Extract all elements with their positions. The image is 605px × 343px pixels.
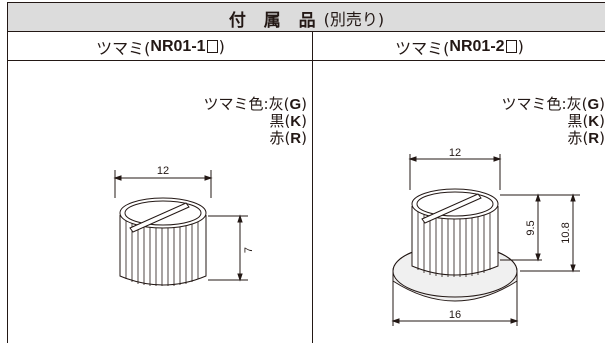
dimension-knob-height-label: 9.5 <box>525 220 537 235</box>
placeholder-box-icon <box>206 40 218 53</box>
knob-color-list-nr01-1: ツマミ色:灰(G) 黒(K) 赤(R) <box>203 95 307 147</box>
column-divider <box>312 32 313 343</box>
knob-drawing-nr01-1: 12 7 <box>113 165 255 286</box>
table-title-subtitle: (別売り) <box>323 10 385 29</box>
column-header-nr01-2: ツマミ(NR01-2) <box>313 32 605 61</box>
table-title: 付 属 品 <box>228 10 322 31</box>
knob-drawing-nr01-2: 12 9.5 10.8 16 <box>391 147 580 326</box>
knob-color-list-nr01-2: ツマミ色:灰(G) 黒(K) 赤(R) <box>501 95 605 147</box>
table-title-row: 付 属 品 (別売り) <box>7 2 605 32</box>
dimension-total-height-label: 10.8 <box>560 222 572 243</box>
dimension-height-label: 7 <box>243 247 255 253</box>
column-header-nr01-1: ツマミ(NR01-1) <box>8 32 313 61</box>
column-header-model: NR01-1 <box>150 37 206 55</box>
column-header-suffix: ) <box>218 37 225 56</box>
column-header-suffix: ) <box>517 37 524 56</box>
column-header-model: NR01-2 <box>449 37 505 55</box>
table-body-row <box>7 61 605 343</box>
placeholder-box-icon <box>505 40 517 53</box>
column-header-name: ツマミ( <box>96 38 151 58</box>
dimension-width-label: 12 <box>157 165 169 177</box>
column-header-name: ツマミ( <box>395 38 450 58</box>
dimension-base-width-label: 16 <box>449 309 461 321</box>
table-header-row: ツマミ(NR01-1) ツマミ(NR01-2) <box>7 32 605 61</box>
dimension-width-label: 12 <box>449 147 461 159</box>
